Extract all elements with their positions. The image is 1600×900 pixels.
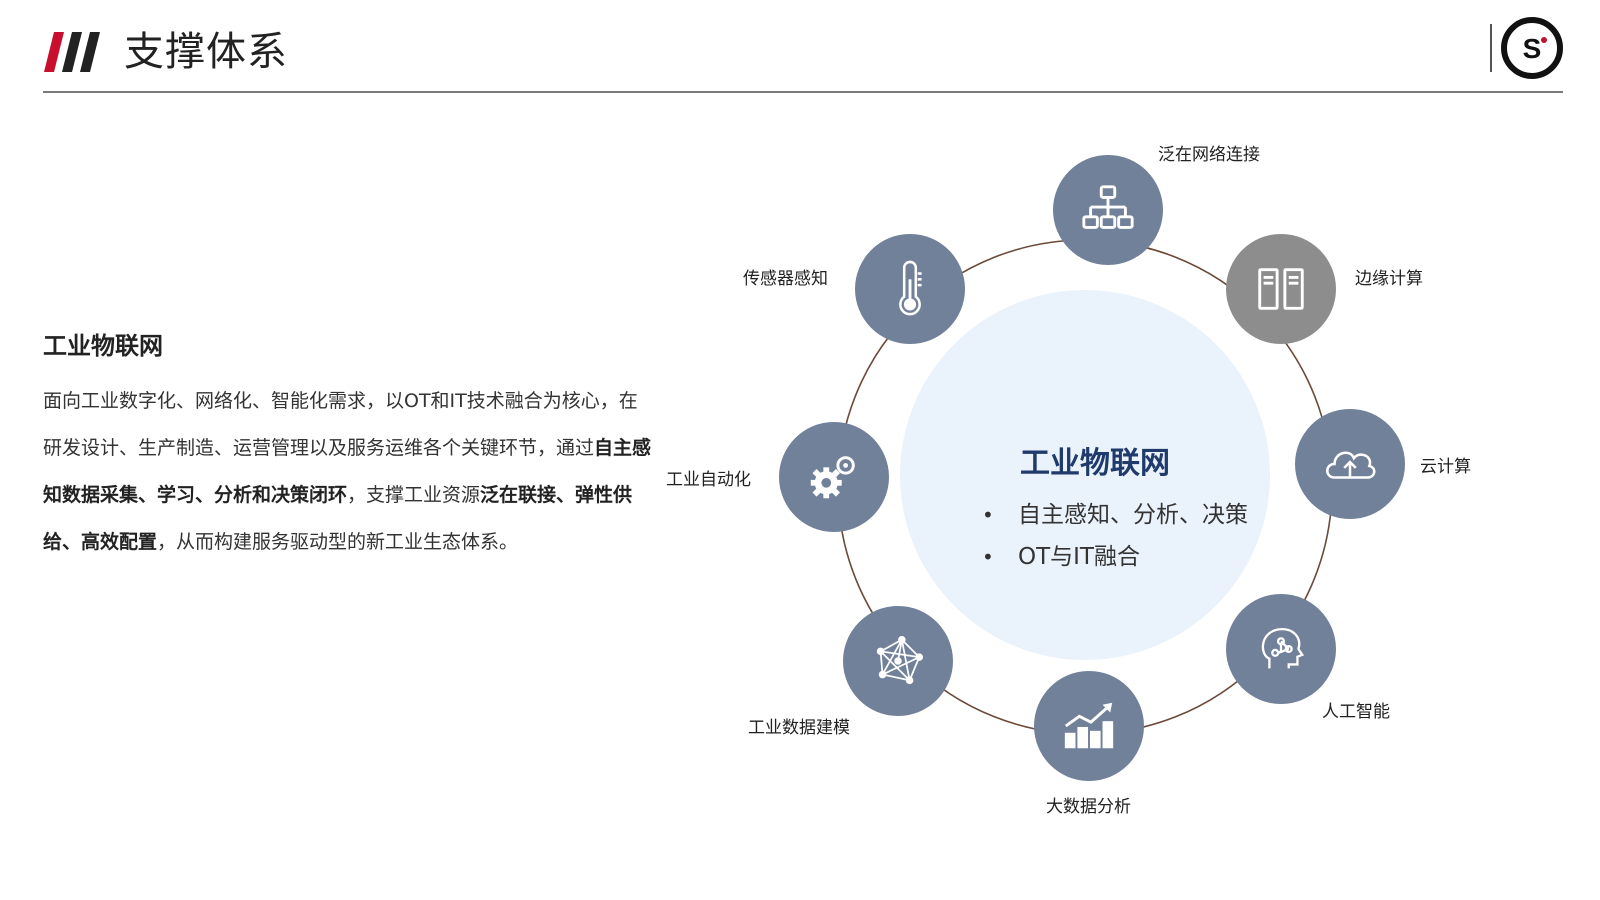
node-network-connection [1053,155,1163,265]
center-title: 工业物联网 [1020,446,1170,481]
node-label: 大数据分析 [1046,797,1131,817]
logo-separator [1490,24,1492,72]
thermometer-icon [899,260,922,316]
server-racks-icon [1258,268,1304,310]
page-title: 支撑体系 [124,29,288,75]
node-label: 工业数据建模 [748,718,850,738]
paragraph-text: ，从而构建服务驱动型的新工业生态体系。 [157,531,519,553]
growth-chart-icon [1064,702,1114,749]
node-label: 传感器感知 [743,269,828,289]
cloud-upload-icon [1326,451,1376,479]
node-artificial-intelligence [1226,594,1336,704]
header: 支撑体系 S [0,0,1600,95]
node-big-data-analysis [1034,671,1144,781]
node-cloud-computing [1295,409,1405,519]
node-label: 边缘计算 [1355,269,1423,289]
header-divider [43,91,1563,93]
paragraph-bold: 自主感知数据采集、学习、分析和决策闭环 [43,437,652,506]
node-industrial-data-modeling [843,606,953,716]
mesh-network-icon [876,635,924,685]
brand-stripes-icon [44,32,100,72]
svg-text:S: S [1523,33,1542,64]
node-industrial-automation [779,422,889,532]
node-label: 人工智能 [1322,702,1390,722]
node-label: 云计算 [1420,457,1471,477]
sf-logo-icon: S [1501,17,1563,79]
center-bullets: 自主感知、分析、决策 OT与IT融合 [982,494,1248,578]
gears-icon [810,456,855,499]
node-label: 泛在网络连接 [1158,145,1260,165]
node-edge-computing [1226,234,1336,344]
center-bullet: OT与IT融合 [982,536,1248,578]
network-hierarchy-icon [1082,185,1134,229]
paragraph-bold: 泛在联接、弹性供给、高效配置 [43,484,633,553]
node-label: 工业自动化 [666,470,751,490]
node-sensor-perception [855,234,965,344]
intro-section: 工业物联网 面向工业数字化、网络化、智能化需求，以OT和IT技术融合为核心，在研… [43,330,653,566]
center-bullet: 自主感知、分析、决策 [982,494,1248,536]
paragraph-text: 面向工业数字化、网络化、智能化需求，以OT和IT技术融合为核心，在研发设计、生产… [43,390,638,459]
intro-paragraph: 面向工业数字化、网络化、智能化需求，以OT和IT技术融合为核心，在研发设计、生产… [43,378,653,566]
ai-head-icon [1261,628,1305,669]
paragraph-text: ，支撑工业资源 [347,484,481,506]
section-title: 工业物联网 [43,332,163,360]
